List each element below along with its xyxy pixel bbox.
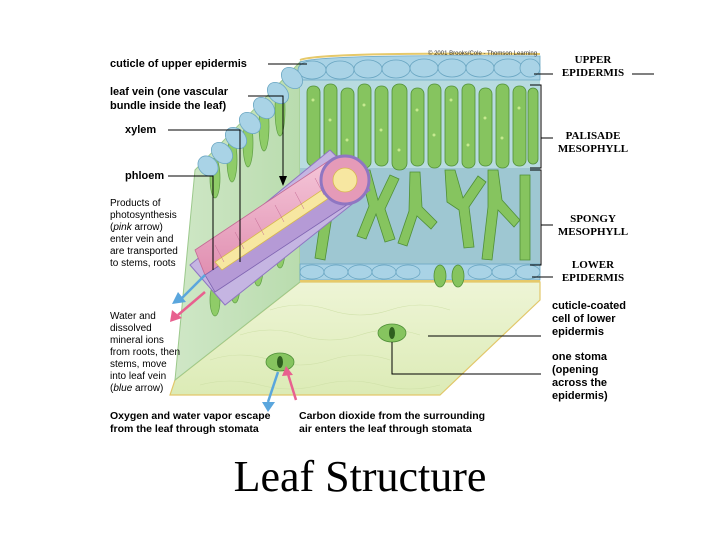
stoma-cross-section — [433, 264, 465, 288]
palisade-chloroplast-dots — [311, 98, 521, 152]
page-title: Leaf Structure — [233, 452, 487, 501]
upper-epidermis-cells — [297, 55, 541, 81]
co2-in-arrow — [286, 373, 298, 401]
upper-cuticle — [299, 52, 541, 61]
layer-palisade-line2: MESOPHYLL — [557, 143, 629, 155]
oxygen-out-arrow — [266, 371, 280, 403]
water-note-line7-rest: arrow) — [132, 383, 164, 394]
water-note: Water and dissolved mineral ions from ro… — [110, 311, 180, 395]
arrows — [170, 274, 298, 412]
products-note-line4: enter vein and — [110, 234, 174, 245]
label-oxygen-escape: Oxygen and water vapor escape from the l… — [110, 410, 270, 436]
label-phloem: phloem — [125, 170, 165, 182]
label-oxygen-line1: Oxygen and water vapor escape — [110, 410, 271, 422]
label-stoma-line3: across the — [552, 377, 608, 389]
water-note-line7: (blue arrow) — [110, 383, 164, 394]
water-arrow-head — [170, 310, 182, 322]
layer-spongy-line2: MESOPHYLL — [557, 226, 629, 238]
water-note-line4: from roots, then — [110, 347, 181, 358]
products-arrow-head — [172, 292, 186, 304]
oxygen-arrow-head — [262, 402, 275, 412]
label-cuticle-coated-line1: cuticle-coated — [552, 300, 626, 312]
layer-lower-line2: EPIDERMIS — [561, 272, 625, 284]
label-stoma-line1: one stoma — [552, 351, 608, 363]
stoma-surface-right — [377, 323, 407, 343]
label-co2-line1: Carbon dioxide from the surrounding — [299, 410, 486, 422]
layer-lower-line1: LOWER — [571, 259, 615, 271]
label-cuticle-coated-cell: cuticle-coated cell of lower epidermis — [552, 300, 626, 339]
products-note-italic: pink — [113, 222, 132, 233]
label-oxygen-line2: from the leaf through stomata — [110, 423, 259, 435]
products-note-line3-rest: arrow) — [131, 222, 163, 233]
label-co2-line2: air enters the leaf through stomata — [299, 423, 472, 435]
products-note-line1: Products of — [110, 198, 161, 209]
label-xylem: xylem — [125, 124, 157, 136]
water-note-line2: dissolved — [110, 323, 152, 334]
label-carbon-dioxide: Carbon dioxide from the surrounding air … — [299, 410, 485, 436]
upper-epidermis-oblique — [197, 66, 304, 177]
palisade-cells — [306, 83, 539, 171]
layer-spongy-mesophyll: SPONGY MESOPHYLL — [550, 213, 636, 239]
label-cuticle-coated-line2: cell of lower — [552, 313, 616, 325]
leaf-vein — [189, 149, 371, 306]
co2-arrow-head — [282, 366, 293, 376]
label-leaf-vein-line1: leaf vein (one vascular — [110, 86, 228, 98]
layer-palisade-line1: PALISADE — [565, 130, 621, 142]
leader-lines — [168, 63, 654, 375]
products-note-line5: are transported — [110, 246, 178, 257]
water-note-line5: stems, move — [110, 359, 167, 370]
label-leaf-vein-line2: bundle inside the leaf) — [110, 100, 227, 112]
label-one-stoma: one stoma (opening across the epidermis) — [552, 351, 608, 403]
label-cuticle-coated-line3: epidermis — [552, 326, 604, 338]
water-note-line1: Water and — [110, 311, 156, 322]
water-in-arrow — [177, 291, 206, 316]
lower-epidermis-cells — [299, 263, 541, 281]
water-note-line6: into leaf vein — [110, 371, 167, 382]
products-note-line2: photosynthesis — [110, 210, 177, 221]
products-note: Products of photosynthesis (pink arrow) … — [110, 198, 178, 270]
vein-end-inner — [332, 167, 358, 193]
products-note-line3: (pink arrow) — [110, 222, 163, 233]
credit-line: © 2001 Brooks/Cole - Thomson Learning — [428, 51, 538, 57]
water-note-line3: mineral ions — [110, 335, 164, 346]
layer-upper-line2: EPIDERMIS — [561, 67, 625, 79]
layer-upper-line1: UPPER — [574, 54, 612, 66]
stoma-surface-left — [265, 352, 295, 372]
layer-palisade-mesophyll: PALISADE MESOPHYLL — [550, 130, 636, 156]
water-note-italic: blue — [113, 383, 133, 394]
layer-lower-epidermis: LOWER EPIDERMIS — [550, 259, 636, 285]
layer-upper-epidermis: UPPER EPIDERMIS — [550, 54, 636, 80]
layer-spongy-line1: SPONGY — [570, 213, 616, 225]
label-stoma-line2: (opening — [552, 364, 599, 376]
products-note-line6: to stems, roots — [110, 258, 176, 269]
products-out-arrow — [181, 274, 206, 299]
label-cuticle-upper-epidermis: cuticle of upper epidermis — [110, 58, 247, 70]
label-stoma-line4: epidermis) — [552, 390, 608, 402]
